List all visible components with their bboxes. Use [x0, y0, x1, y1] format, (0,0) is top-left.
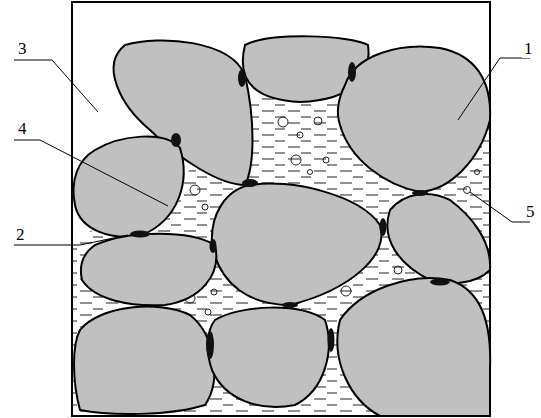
callout-number: 1 — [522, 40, 535, 58]
callout-number: 5 — [524, 203, 537, 221]
callout-number: 3 — [16, 40, 29, 58]
callout-number: 2 — [14, 226, 27, 244]
contact-points — [130, 62, 450, 359]
callout-number: 4 — [16, 120, 29, 138]
soil-particles — [74, 36, 491, 416]
container-box — [72, 2, 490, 416]
leader-lines — [14, 58, 530, 245]
